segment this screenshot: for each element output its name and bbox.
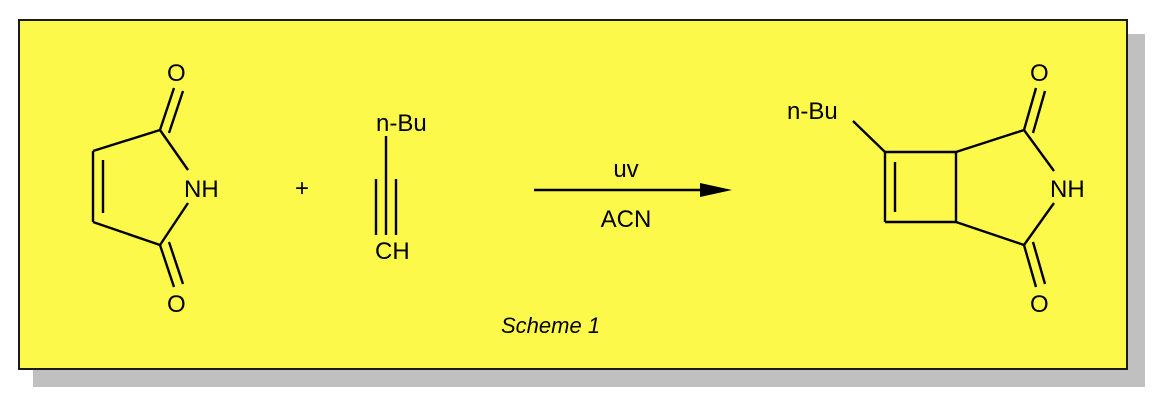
scheme-caption: Scheme 1 bbox=[501, 313, 600, 338]
reaction-arrow: uv ACN bbox=[534, 156, 732, 233]
bond-c2-c3 bbox=[92, 128, 161, 153]
bond-co-top bbox=[1022, 87, 1038, 131]
product-substituent-n-bu: n-Bu bbox=[787, 98, 838, 125]
bond-c-carbonyl-top bbox=[955, 128, 1025, 154]
atom-nh: NH bbox=[184, 176, 219, 203]
bond-c-carbonyl-bottom bbox=[955, 220, 1025, 247]
scheme-panel bbox=[18, 19, 1128, 370]
plus-sign: + bbox=[295, 175, 309, 202]
product-atom-o-bottom: O bbox=[1030, 291, 1049, 318]
bond-bu-ring bbox=[852, 120, 886, 153]
bond-c2-n bbox=[159, 129, 189, 171]
condition-uv: uv bbox=[613, 156, 638, 183]
arrow-head bbox=[700, 183, 732, 197]
bond-c5-o bbox=[158, 244, 176, 288]
substituent-n-bu: n-Bu bbox=[376, 110, 427, 137]
atom-ch: CH bbox=[375, 238, 410, 265]
atom-o-bottom: O bbox=[167, 291, 186, 318]
bond-co-top-second bbox=[1031, 90, 1047, 134]
bond-c2-o bbox=[158, 87, 176, 131]
bond-carbonyl-top-n bbox=[1023, 129, 1055, 172]
reactant-maleimide: O NH O bbox=[91, 60, 219, 318]
bond-carbonyl-bottom-n bbox=[1023, 202, 1055, 246]
bond-c2-o-second bbox=[167, 90, 185, 134]
condition-acn: ACN bbox=[601, 206, 652, 233]
bond-c5-o-second bbox=[167, 241, 185, 285]
bond-co-bottom bbox=[1022, 244, 1038, 288]
bond-c4-c5 bbox=[92, 220, 161, 247]
product-bicyclic: n-Bu O NH O bbox=[787, 60, 1085, 318]
product-atom-o-top: O bbox=[1030, 60, 1049, 87]
bond-c5-n bbox=[159, 202, 189, 246]
bond-co-bottom-second bbox=[1031, 241, 1047, 285]
reactant-alkyne: n-Bu CH bbox=[374, 110, 427, 265]
product-atom-nh: NH bbox=[1050, 176, 1085, 203]
atom-o-top: O bbox=[167, 60, 186, 87]
